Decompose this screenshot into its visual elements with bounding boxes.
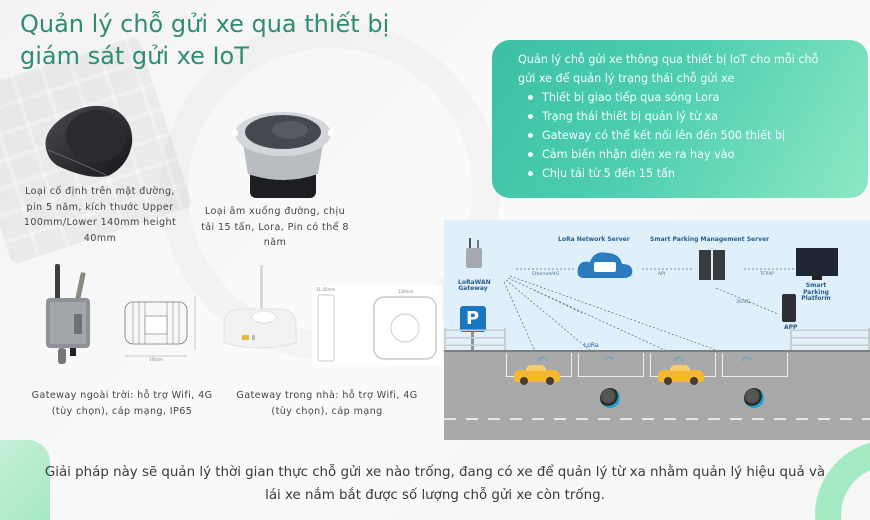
feature-item: Chịu tải từ 5 đến 15 tấn xyxy=(528,164,854,183)
network-server-label: LoRa Network Server xyxy=(558,236,630,243)
feature-item: Thiết bị giao tiếp qua sóng Lora xyxy=(528,88,854,107)
diagram-connections xyxy=(460,238,838,363)
indoor-gateway-drawing: 31.45mm 128mm xyxy=(312,285,442,365)
outdoor-gateway-drawing: 160cm xyxy=(117,288,202,363)
app-label: APP xyxy=(784,324,797,331)
wifi-signal-icon: ◠ xyxy=(742,354,752,367)
link-api: API xyxy=(658,272,666,277)
parking-slot xyxy=(578,353,644,377)
feature-item: Gateway có thể kết nối lên đến 500 thiết… xyxy=(528,126,854,145)
embedded-sensor-image xyxy=(228,104,338,204)
indoor-gateway-image xyxy=(220,265,300,355)
features-list: Thiết bị giao tiếp qua sóng Lora Trạng t… xyxy=(528,88,854,183)
road xyxy=(444,352,870,440)
indoor-gateway-caption: Gateway trong nhà: hỗ trợ Wifi, 4G (tùy … xyxy=(236,390,418,417)
outdoor-gateway-image xyxy=(38,262,108,370)
svg-text:128mm: 128mm xyxy=(398,289,414,294)
page-title: Quản lý chỗ gửi xe qua thiết bị giám sát… xyxy=(20,10,390,70)
gateway-label: LoRaWAN Gateway xyxy=(458,279,491,292)
smart-parking-architecture-diagram: LoRa Network Server Smart Parking Manage… xyxy=(444,220,870,440)
parking-slot xyxy=(722,353,788,377)
svg-text:160cm: 160cm xyxy=(149,357,163,362)
outdoor-gateway-caption: Gateway ngoài trời: hỗ trợ Wifi, 4G (tùy… xyxy=(31,390,213,417)
features-info-box: Quản lý chỗ gửi xe thông qua thiết bị Io… xyxy=(492,40,868,198)
fence-right xyxy=(790,328,870,352)
embedded-sensor-caption: Loại âm xuống đường, chịu tải 15 tấn, Lo… xyxy=(201,206,349,248)
info-intro: Quản lý chỗ gửi xe thông qua thiết bị Io… xyxy=(518,53,819,85)
management-server-label: Smart Parking Management Server xyxy=(650,236,770,243)
wifi-signal-icon: ◠ xyxy=(674,354,684,367)
car-icon xyxy=(658,365,704,385)
surface-sensor-caption: Loại cố định trên mặt đường, pin 5 năm, … xyxy=(23,186,177,244)
surface-sensor-image xyxy=(38,100,138,180)
parking-sign-icon: P xyxy=(466,308,480,329)
fence-left xyxy=(444,328,506,352)
solution-summary: Giải pháp này sẽ quản lý thời gian thực … xyxy=(44,465,826,503)
lane-markings xyxy=(444,418,870,420)
platform-label: Smart Parking Platform xyxy=(801,282,831,302)
svg-text:31.45mm: 31.45mm xyxy=(316,287,335,292)
car-icon xyxy=(514,365,560,385)
wifi-signal-icon: ◠ xyxy=(604,354,614,367)
parking-sensor-icon xyxy=(600,388,620,408)
link-ethernet-4g: Ethernet/4G xyxy=(532,272,560,277)
link-tcp-ip: TCP/IP xyxy=(760,272,774,277)
link-lora: LoRa xyxy=(584,342,599,349)
parking-sensor-icon xyxy=(744,388,764,408)
feature-item: Cảm biến nhận diện xe ra hay vào xyxy=(528,145,854,164)
feature-item: Trạng thái thiết bị quản lý từ xa xyxy=(528,107,854,126)
wifi-signal-icon: ◠ xyxy=(538,354,548,367)
link-3g-4g: 3G/4G xyxy=(736,300,751,305)
curb xyxy=(444,350,870,353)
